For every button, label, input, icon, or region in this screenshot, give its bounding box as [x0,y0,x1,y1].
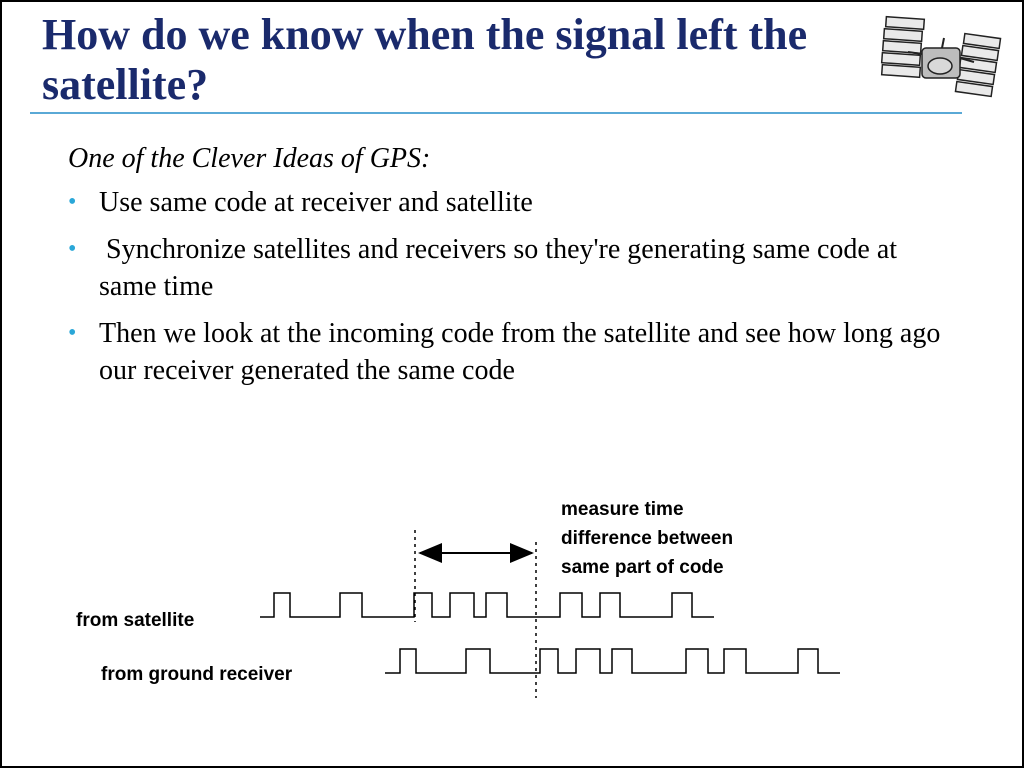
bullet-text: Synchronize satellites and receivers so … [99,234,905,302]
bullet-text: Use same code at receiver and satellite [99,187,533,218]
bullet-text: Then we look at the incoming code from t… [99,318,941,386]
bullet-item: • Synchronize satellites and receivers s… [68,231,958,305]
bullet-dot-icon: • [68,236,77,262]
measure-label-line: measure time [561,499,684,520]
intro-text: One of the Clever Ideas of GPS: [68,143,431,174]
measure-label-line: difference between [561,528,733,549]
title-divider [30,112,962,114]
receiver-signal-label: from ground receiver [101,664,293,685]
bullet-dot-icon: • [68,189,77,215]
bullet-dot-icon: • [68,320,77,346]
bullet-list: • Use same code at receiver and satellite… [68,184,958,389]
slide-title: How do we know when the signal left the … [42,10,808,109]
satellite-code-waveform [260,592,714,618]
satellite-icon [880,15,1002,98]
satellite-signal-label: from satellite [76,610,194,631]
bullet-item: • Use same code at receiver and satellite [68,184,958,221]
slide-body: One of the Clever Ideas of GPS: • Use sam… [68,142,958,399]
bullet-item: • Then we look at the incoming code from … [68,315,958,389]
measure-label-line: same part of code [561,557,724,578]
receiver-code-waveform [385,648,840,674]
